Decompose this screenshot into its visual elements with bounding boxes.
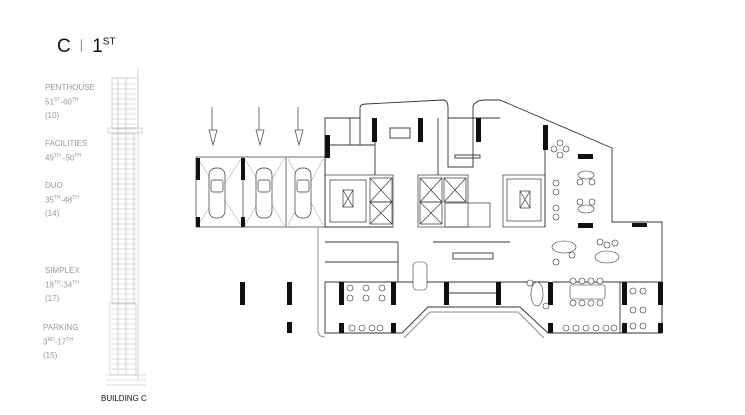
chair-icon (552, 258, 560, 266)
stair-left (329, 179, 367, 223)
chairs (346, 139, 647, 332)
chair-icon (592, 324, 600, 332)
chair-icon (362, 294, 370, 302)
chair-icon (569, 277, 577, 285)
elevator-icon (419, 201, 443, 225)
lounge-table (530, 281, 544, 307)
car-icon (294, 167, 312, 219)
chair-icon (362, 284, 370, 292)
chair-icon (578, 277, 586, 285)
chair-icon (610, 324, 618, 332)
chair-icon (611, 239, 619, 247)
chair-icon (552, 213, 560, 221)
chair-icon (552, 204, 560, 212)
elevator-icon (443, 177, 467, 203)
chair-icon (569, 299, 577, 307)
level-name: DUO (45, 181, 63, 190)
chair-icon (346, 284, 354, 292)
chair-icon (639, 322, 647, 330)
level-range: 49TH -50TH (45, 153, 82, 163)
level-range: 35TH-48TH (45, 195, 79, 205)
level-range: 18TH-34TH (45, 280, 79, 290)
chair-icon (348, 324, 356, 332)
level-range: 3RD-17TH (43, 337, 73, 347)
elevator-icon (519, 190, 531, 209)
reception-desk (412, 261, 428, 291)
chair-icon (378, 284, 386, 292)
elevator-cores (324, 174, 546, 228)
level-name: PARKING (43, 323, 79, 332)
chair-icon (346, 294, 354, 302)
floor-title: C | 1ST (57, 36, 115, 58)
chair-icon (358, 324, 366, 332)
chair-icon (368, 324, 376, 332)
stair-right (506, 178, 542, 222)
chair-icon (588, 178, 596, 186)
arrow-down-icon (255, 107, 265, 147)
level-facilities: FACILITIES 49TH -50TH (45, 137, 87, 165)
level-penthouse: PENTHOUSE 51ST-60TH (10) (45, 81, 95, 122)
tower-elevation (106, 68, 146, 386)
chair-icon (588, 198, 596, 206)
level-simplex: SIMPLEX 18TH-34TH (17) (45, 264, 80, 305)
level-count: (10) (45, 110, 60, 120)
chair-icon (576, 198, 584, 206)
parking-bays (195, 156, 326, 228)
chair-icon (602, 324, 610, 332)
chair-icon (526, 279, 534, 287)
chair-icon (582, 324, 590, 332)
floor-suffix: ST (102, 36, 116, 48)
level-name: FACILITIES (45, 139, 88, 148)
floor-number: 1 (92, 36, 103, 57)
arrow-down-icon (208, 107, 218, 147)
chair-icon (572, 324, 580, 332)
elevator-icon (369, 201, 393, 225)
arrow-down-icon (294, 107, 304, 147)
dining-table (569, 284, 606, 300)
chair-icon (552, 188, 560, 196)
title-separator: | (79, 37, 84, 52)
chair-icon (629, 306, 637, 314)
lounge-table (594, 250, 620, 264)
lounge-table (551, 240, 577, 254)
level-name: SIMPLEX (45, 266, 80, 275)
level-range: 51ST-60TH (45, 97, 79, 107)
chair-icon (552, 179, 560, 187)
building-letter: C (57, 36, 71, 57)
elevator-icon (342, 189, 354, 208)
furniture (346, 139, 647, 332)
level-count: (15) (43, 350, 58, 360)
car-icon (255, 167, 273, 219)
chair-icon (596, 299, 604, 307)
chair-icon (587, 277, 595, 285)
chair-icon (578, 299, 586, 307)
chair-icon (556, 139, 564, 147)
chair-icon (550, 145, 558, 153)
chair-icon (587, 299, 595, 307)
chair-icon (629, 322, 637, 330)
car-icon (208, 167, 226, 219)
chair-icon (596, 277, 604, 285)
chair-icon (562, 145, 570, 153)
chair-icon (376, 324, 384, 332)
chair-icon (576, 178, 584, 186)
chair-icon (568, 251, 576, 259)
entry-arrows (208, 107, 304, 147)
chair-icon (603, 241, 611, 249)
level-duo: DUO 35TH-48TH (14) (45, 179, 79, 220)
chair-icon (556, 151, 564, 159)
level-parking: PARKING 3RD-17TH (15) (43, 321, 78, 362)
structural-columns (196, 118, 663, 333)
chair-icon (639, 287, 647, 295)
chair-icon (596, 238, 604, 246)
chair-icon (562, 324, 570, 332)
chair-icon (542, 302, 550, 310)
level-name: PENTHOUSE (45, 83, 95, 92)
chair-icon (629, 287, 637, 295)
level-count: (17) (45, 293, 60, 303)
level-count: (14) (45, 208, 60, 218)
chair-icon (639, 306, 647, 314)
chair-icon (378, 294, 386, 302)
building-label: BUILDING C (101, 394, 147, 403)
